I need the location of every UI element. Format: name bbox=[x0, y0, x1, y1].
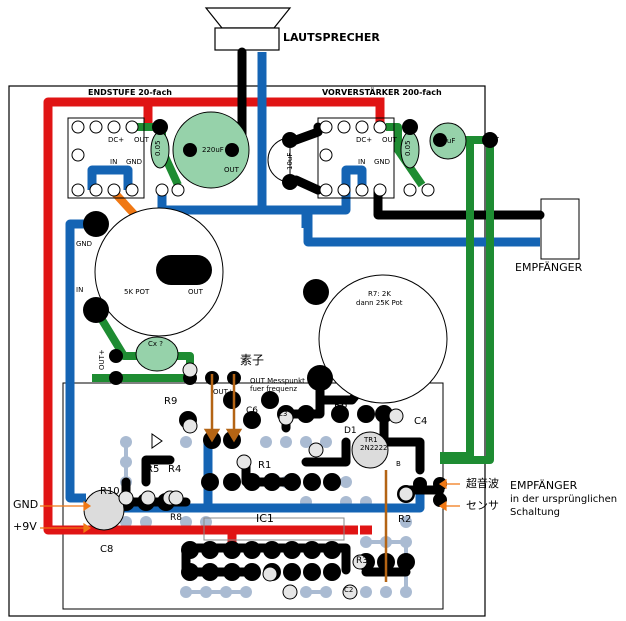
diode-icon bbox=[151, 433, 163, 449]
out-plus-b-label: OUT+ bbox=[213, 388, 234, 396]
part-c3: C3 bbox=[278, 410, 288, 418]
out-plus-a-label: OUT+ bbox=[98, 349, 106, 370]
amp-right-gnd: GND bbox=[374, 158, 391, 166]
pot-r7 bbox=[318, 274, 448, 404]
amp-left-cap-small: 0.05 bbox=[154, 140, 162, 156]
amp-left-dc: DC+ bbox=[108, 136, 125, 144]
endstufe-label: ENDSTUFE 20-fach bbox=[88, 88, 172, 97]
part-r4: R4 bbox=[168, 464, 182, 475]
pot-5k-wiper bbox=[156, 255, 212, 285]
amp-right-out: OUT bbox=[382, 136, 397, 144]
measure-wires bbox=[203, 374, 388, 582]
amp-right-in: IN bbox=[358, 158, 366, 166]
small-components bbox=[83, 362, 414, 600]
part-ic1: IC1 bbox=[256, 512, 274, 525]
r7-label: R7: 2K bbox=[368, 290, 391, 298]
part-c2: C2 bbox=[344, 586, 354, 594]
amp-right-dc: DC+ bbox=[356, 136, 373, 144]
cx-label: Cx ? bbox=[148, 340, 163, 348]
speaker-icon bbox=[204, 7, 292, 51]
receiver-orig-1: EMPFÄNGER bbox=[510, 479, 578, 492]
part-r2: R2 bbox=[398, 514, 412, 525]
vorverstaerker-label: VORVERSTÄRKER 200-fach bbox=[322, 88, 442, 97]
r7b-label: dann 25K Pot bbox=[356, 299, 403, 307]
part-r6: R6 bbox=[334, 400, 348, 411]
amp-right-chip bbox=[317, 117, 395, 199]
speaker-label: LAUTSPRECHER bbox=[283, 31, 380, 44]
receiver-orig-2: in der ursprünglichen bbox=[510, 494, 618, 505]
ultrasonic-label: 超音波 bbox=[466, 477, 499, 490]
amp-left-chip bbox=[67, 117, 145, 199]
amp-left-gnd: GND bbox=[126, 158, 143, 166]
plus9v-label: +9V bbox=[13, 520, 37, 533]
amp-right-cap-tilt: 10uF bbox=[286, 152, 294, 170]
in-pin-label: IN bbox=[76, 286, 84, 294]
receiver-box bbox=[540, 198, 580, 260]
part-b: B bbox=[396, 460, 401, 468]
signal-arrows bbox=[40, 478, 460, 534]
amp-right-cap-big: 10uF bbox=[438, 137, 456, 145]
pot5k-label: 5K POT bbox=[124, 288, 150, 296]
ic1-body bbox=[203, 517, 345, 541]
board-outline bbox=[8, 85, 486, 617]
pot-out-label: OUT bbox=[188, 288, 203, 296]
amp-right-out-pin: OUT bbox=[484, 136, 499, 144]
gnd-label: GND bbox=[13, 498, 39, 511]
amp-left-cap-big: 220uF bbox=[202, 146, 224, 154]
receiver-orig-3: Schaltung bbox=[510, 507, 561, 518]
part-r8: R8 bbox=[170, 513, 182, 523]
out-measure2-label: fuer frequenz bbox=[250, 385, 298, 393]
part-r5: R5 bbox=[146, 464, 160, 475]
pins bbox=[71, 120, 435, 197]
part-tr1: TR1 bbox=[364, 436, 378, 444]
part-r1: R1 bbox=[258, 460, 272, 471]
amp-left-out: OUT bbox=[134, 136, 149, 144]
amp-left-in: IN bbox=[110, 158, 118, 166]
part-c4: C4 bbox=[414, 416, 428, 427]
part-d1: D1 bbox=[344, 426, 357, 436]
gnd-pin-label: GND bbox=[76, 240, 93, 248]
element-label: 素子 bbox=[240, 353, 265, 367]
out-measure-label: OUT Messpunkt bbox=[250, 377, 305, 385]
cap-220uf bbox=[172, 111, 250, 189]
sensor-label: センサ bbox=[466, 499, 499, 512]
cap-cx bbox=[135, 336, 179, 372]
part-r10: R10 bbox=[100, 486, 120, 497]
part-c8: C8 bbox=[100, 544, 114, 555]
part-r9: R9 bbox=[164, 396, 178, 407]
part-c6: C6 bbox=[246, 406, 259, 416]
amp-left-cap-out: OUT bbox=[224, 166, 239, 174]
trace-plus9v bbox=[43, 97, 358, 535]
cap-10uf-right bbox=[429, 122, 467, 160]
receiver-label: EMPFÄNGER bbox=[515, 261, 583, 274]
amp-right-cap-small: 0.05 bbox=[404, 140, 412, 156]
part-tr1b: 2N2222 bbox=[360, 444, 388, 452]
part-r3: R3 bbox=[356, 556, 368, 566]
solder-pads bbox=[83, 119, 498, 391]
